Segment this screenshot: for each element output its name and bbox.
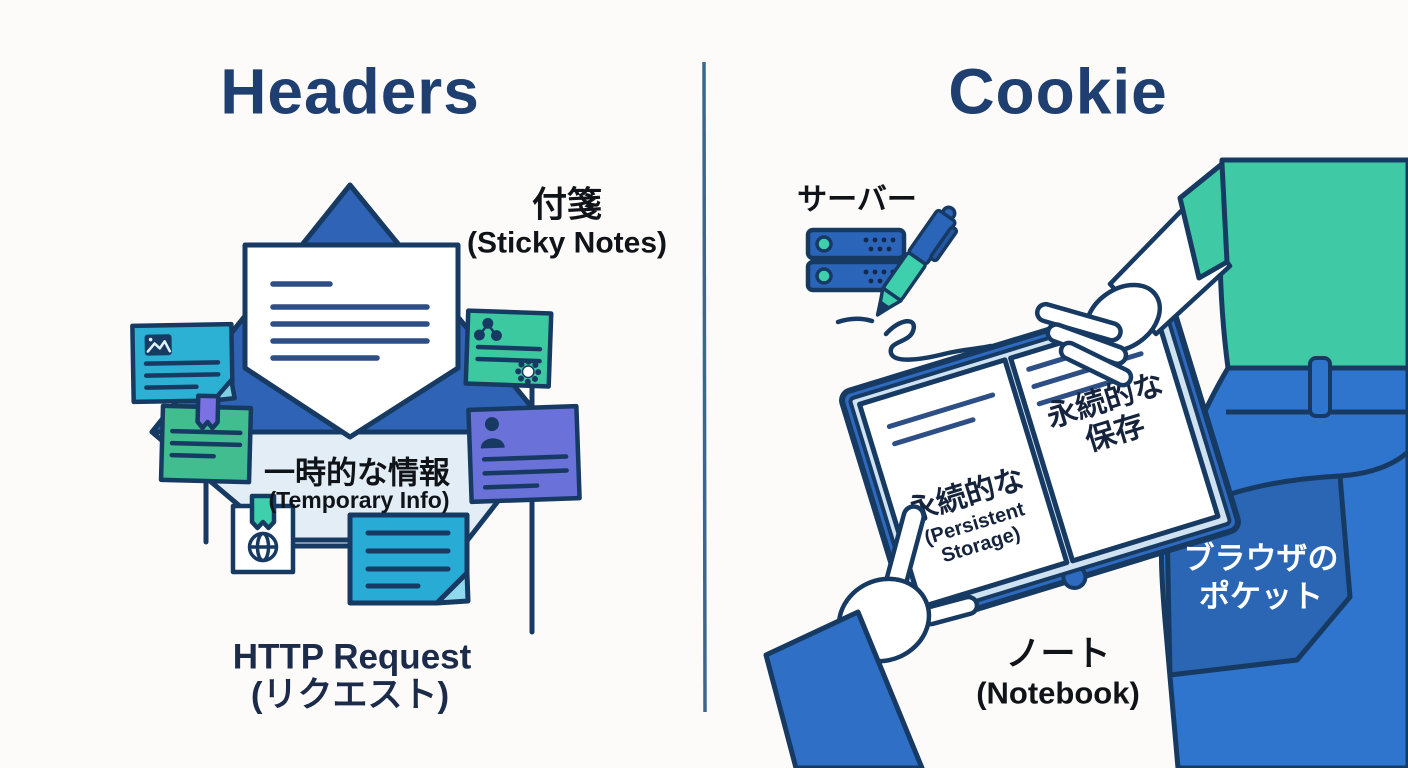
pocket-label-line1: ブラウザの: [1183, 541, 1339, 576]
http-request-caption: HTTP Request: [232, 637, 472, 677]
server-label: サーバー: [797, 183, 917, 217]
panel-divider: [702, 61, 707, 713]
server-icon: [805, 227, 907, 293]
image-icon: [144, 334, 172, 356]
letter-text-lines: [270, 281, 430, 361]
sticky-notes-label-en: (Sticky Notes): [466, 226, 668, 260]
left-sleeve: [763, 609, 925, 768]
tape-icon: [249, 493, 277, 531]
notebook-icon: 永続的な (Persistent Storage) 永続的な 保存: [839, 292, 1241, 630]
notebook-caption-jp: ノート: [1005, 634, 1111, 674]
right-sleeve: [1177, 161, 1230, 281]
right-hand: [1034, 161, 1233, 388]
handwriting-squiggle: [835, 316, 994, 362]
share-icon: [473, 317, 502, 342]
sticky-note-taped: [158, 393, 254, 485]
globe-icon: [247, 531, 279, 563]
pocket-label: ブラウザの ポケット: [1184, 540, 1339, 616]
http-request-caption-jp: (リクエスト): [250, 675, 450, 715]
shirt: [1217, 157, 1408, 371]
document-icon: [347, 512, 471, 606]
pen-icon: [875, 205, 959, 317]
notebook-caption-en: (Notebook): [976, 675, 1140, 711]
temporary-info-label-en: (Temporary Info): [268, 486, 450, 513]
pocket-label-line2: ポケット: [1199, 579, 1323, 614]
left-hand: [763, 504, 980, 768]
belt-loop: [1308, 356, 1332, 418]
badge-icon: [515, 358, 542, 385]
person-icon: [480, 417, 505, 449]
temporary-info-label-jp: 一時的な情報: [264, 455, 450, 491]
right-panel-title: Cookie: [948, 55, 1168, 128]
globe-stamp-icon: [230, 493, 296, 575]
tape-icon: [195, 393, 221, 431]
sticky-note-image: [130, 321, 237, 405]
sticky-note-person: [466, 403, 582, 505]
sticky-notes-label-jp: 付箋: [531, 185, 603, 225]
left-panel-title: Headers: [220, 55, 480, 128]
pocket-seam: [1339, 450, 1408, 479]
sticky-note-share: [463, 308, 554, 389]
